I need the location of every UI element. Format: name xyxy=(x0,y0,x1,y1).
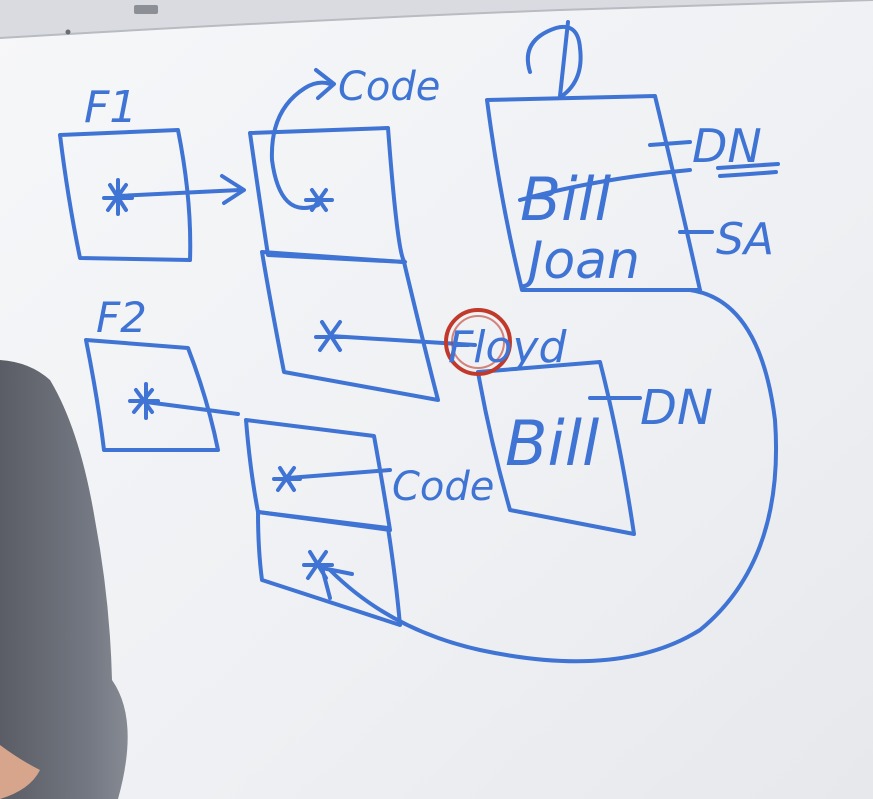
f2-pointer-star xyxy=(128,382,160,420)
loop-arrowhead xyxy=(320,566,354,600)
f1-box xyxy=(58,128,193,262)
object-box-top-lower xyxy=(260,250,440,402)
label-joan: Joan xyxy=(519,231,640,291)
diagram-labels: F1 F2 Code Code d Bill Joan Floyd Bill D… xyxy=(84,64,774,510)
diagram-ink xyxy=(58,20,780,664)
f1-arrow xyxy=(116,188,242,198)
label-dn-top: DN xyxy=(692,119,762,173)
loop-arrow xyxy=(328,288,779,664)
label-dn-bottom: DN xyxy=(640,380,713,436)
dn-underline xyxy=(716,162,780,178)
label-code-top: Code xyxy=(338,64,440,110)
bill-strike xyxy=(518,168,692,202)
f2-box xyxy=(84,338,220,452)
board-rail xyxy=(0,0,873,38)
code-link-bottom xyxy=(286,468,392,480)
label-code-bottom: Code xyxy=(392,464,494,510)
red-circle xyxy=(444,308,512,376)
label-floyd: Floyd xyxy=(448,322,567,373)
label-f2: F2 xyxy=(96,293,147,342)
label-bill-top: Bill xyxy=(520,165,612,235)
f2-pointer-line xyxy=(144,400,240,416)
object-box-bottom-lower xyxy=(256,510,402,627)
label-f1: F1 xyxy=(84,82,137,133)
code-arrow-top xyxy=(269,80,332,210)
presenter-hand xyxy=(0,745,40,799)
label-bill-bottom: Bill xyxy=(505,407,599,480)
to-floyd-line xyxy=(328,334,477,347)
d-table-top xyxy=(485,94,702,292)
dn-dash-top xyxy=(648,140,692,147)
f1-arrowhead xyxy=(220,174,246,205)
d-table-bottom xyxy=(476,360,636,536)
code-arrowhead-top xyxy=(314,68,336,100)
presenter-suit xyxy=(0,360,128,799)
label-sa: SA xyxy=(716,214,774,265)
top-box-star xyxy=(304,188,334,212)
d-label-stroke xyxy=(525,20,583,98)
rail-clip xyxy=(134,5,158,14)
